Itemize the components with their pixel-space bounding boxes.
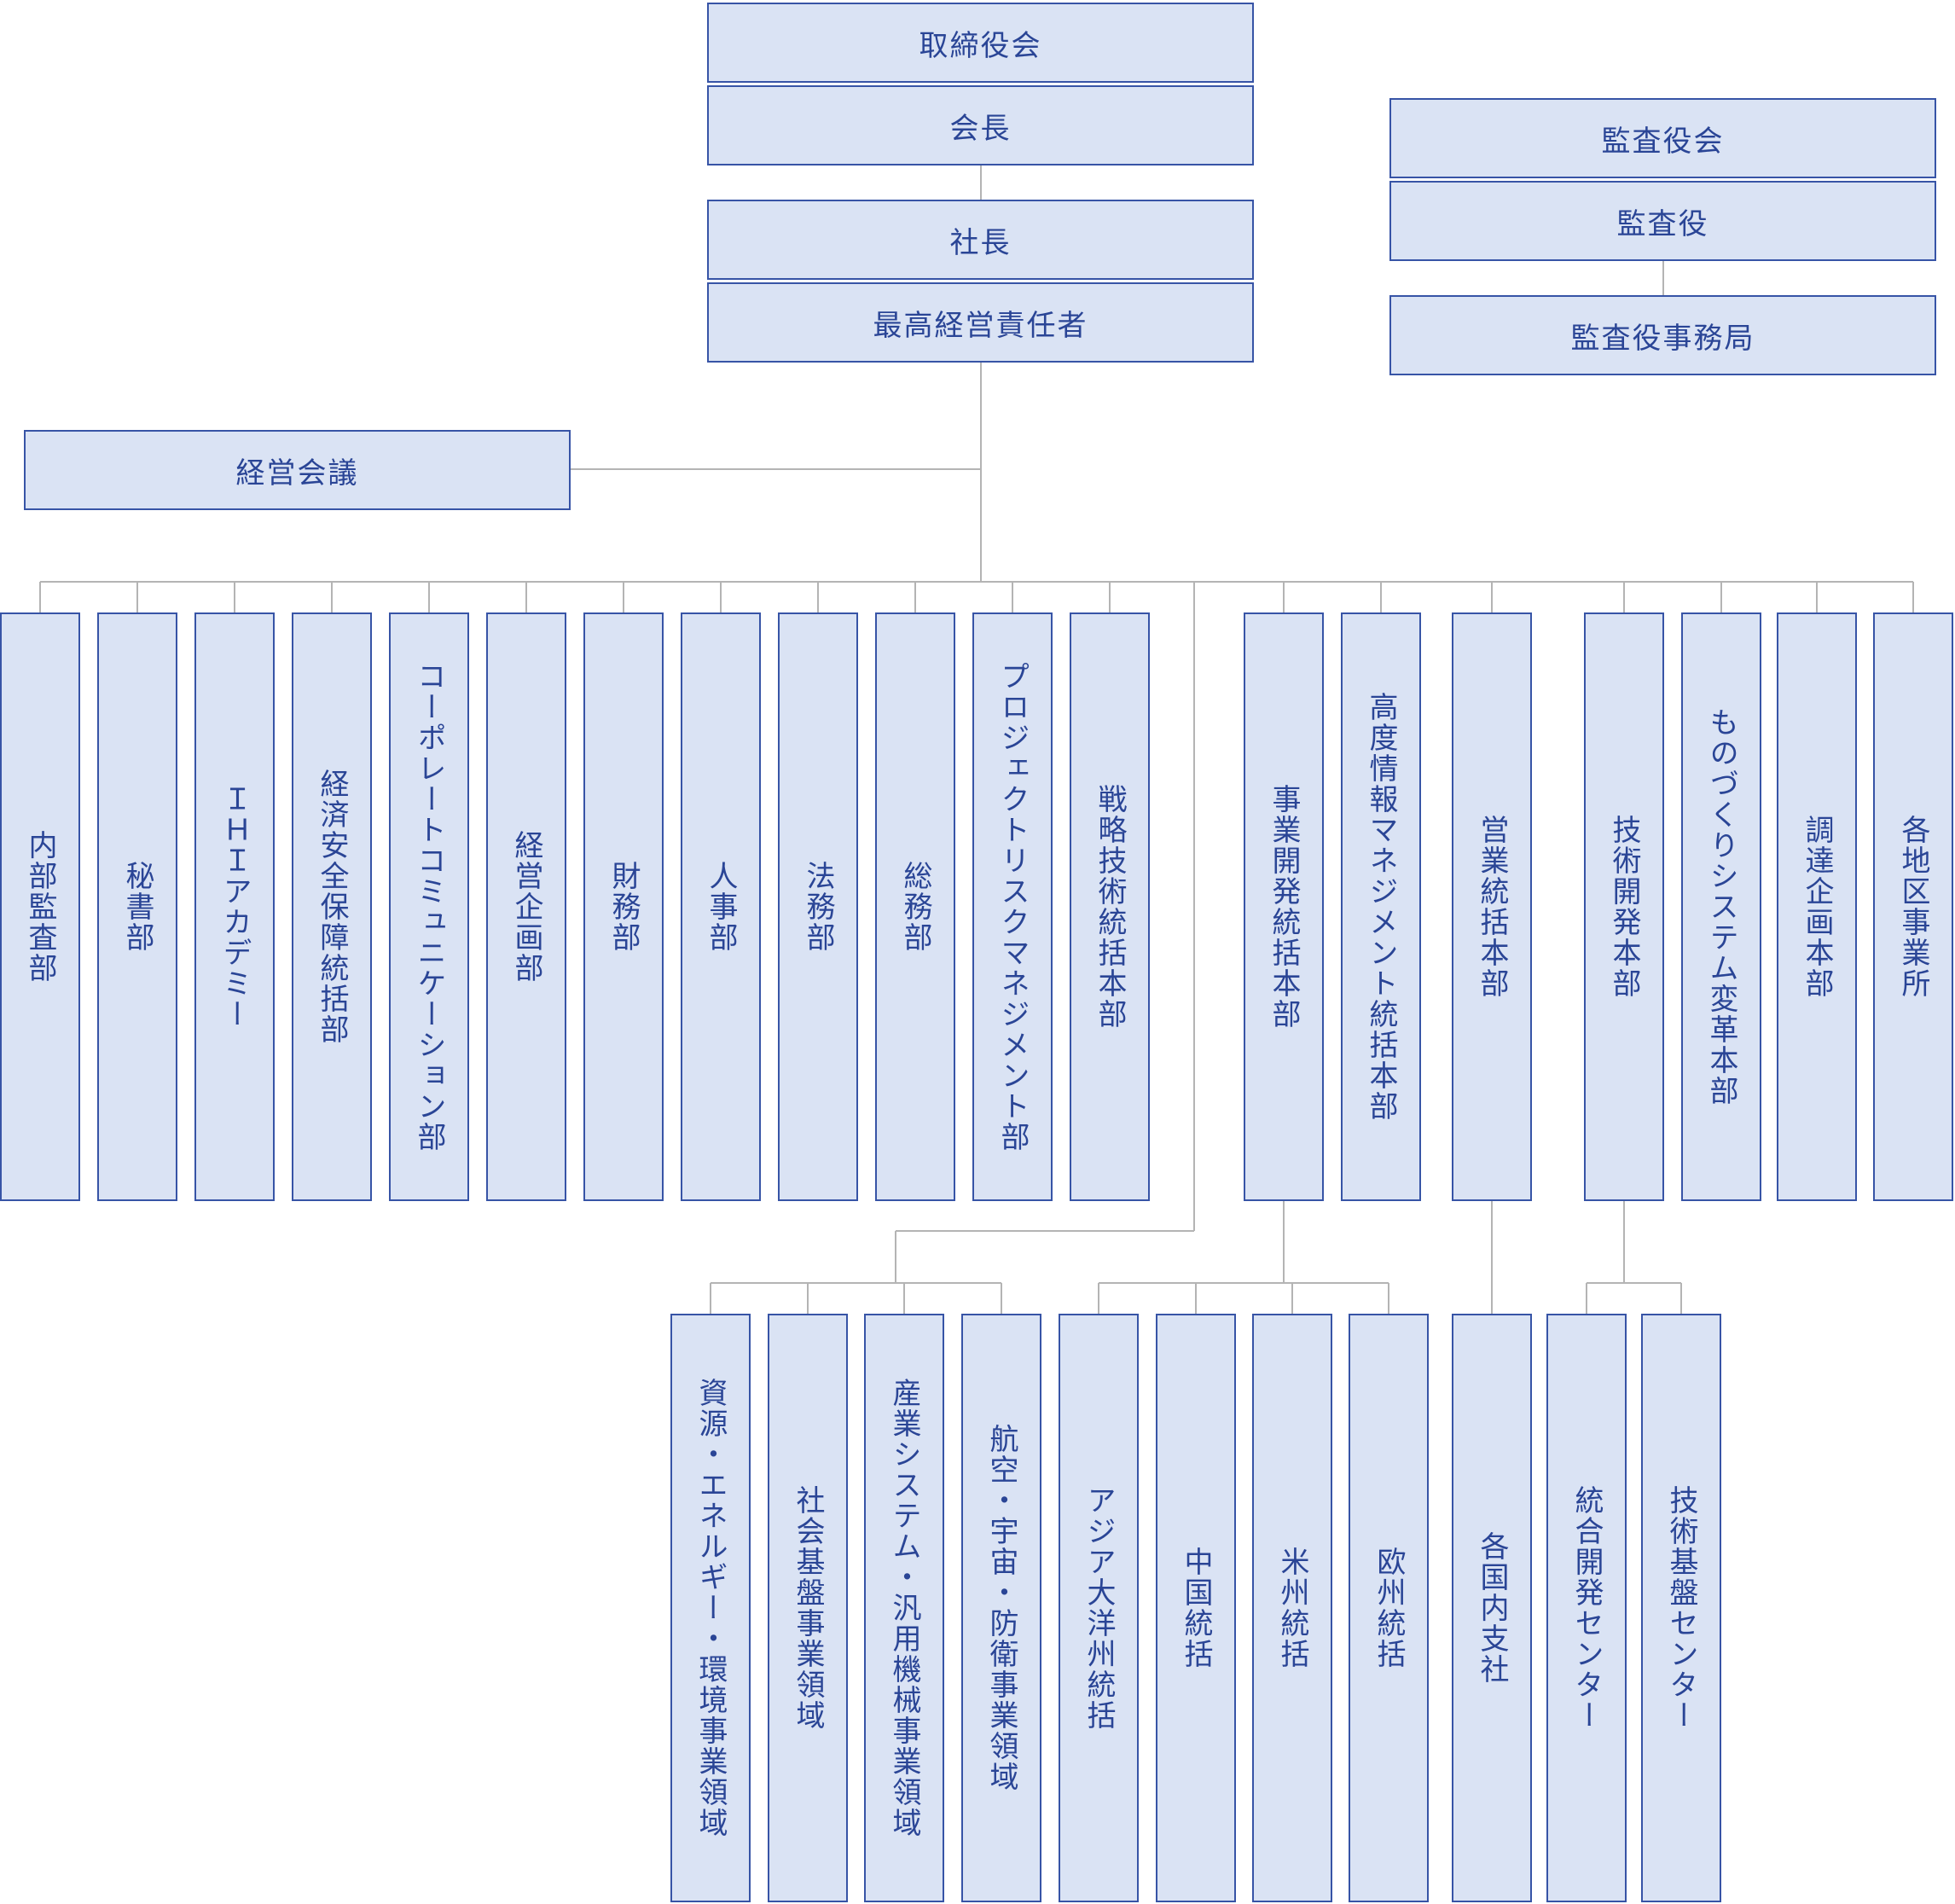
department-14: 営業統括本部 xyxy=(1452,612,1532,1201)
audit-board-box: 監査役会 xyxy=(1389,98,1936,178)
business-area-2-label: 産業システム・汎用機械事業領域 xyxy=(887,1378,921,1838)
department-11-label: 戦略技術統括本部 xyxy=(1093,784,1127,1030)
department-16: ものづくりシステム変革本部 xyxy=(1681,612,1761,1201)
department-4: コーポレートコミュニケーション部 xyxy=(389,612,469,1201)
department-1-label: 秘書部 xyxy=(120,861,154,953)
ceo-box-label: 最高経営責任者 xyxy=(873,308,1088,343)
tech-center-1: 技術基盤センター xyxy=(1641,1314,1721,1902)
department-5: 経営企画部 xyxy=(486,612,566,1201)
region-2: 米州統括 xyxy=(1252,1314,1332,1902)
department-5-label: 経営企画部 xyxy=(509,830,543,984)
region-0-label: アジア大洋州統括 xyxy=(1082,1485,1116,1731)
president-box: 社長 xyxy=(707,200,1254,280)
department-3-label: 経済安全保障統括部 xyxy=(315,769,349,1045)
management-meeting-box-label: 経営会議 xyxy=(235,456,359,491)
department-6: 財務部 xyxy=(583,612,664,1201)
business-area-3-label: 航空・宇宙・防衛事業領域 xyxy=(984,1424,1018,1792)
department-6-label: 財務部 xyxy=(606,861,641,953)
department-1: 秘書部 xyxy=(97,612,177,1201)
department-9-label: 総務部 xyxy=(898,861,932,953)
department-3: 経済安全保障統括部 xyxy=(292,612,372,1201)
business-area-1: 社会基盤事業領域 xyxy=(768,1314,848,1902)
chairman-box-label: 会長 xyxy=(949,111,1012,146)
department-18: 各地区事業所 xyxy=(1873,612,1953,1201)
department-18-label: 各地区事業所 xyxy=(1896,815,1930,999)
region-0: アジア大洋州統括 xyxy=(1059,1314,1139,1902)
business-area-2: 産業システム・汎用機械事業領域 xyxy=(864,1314,944,1902)
department-7: 人事部 xyxy=(681,612,761,1201)
department-2: ＩＨＩアカデミー xyxy=(194,612,275,1201)
tech-center-0-label: 統合開発センター xyxy=(1569,1485,1604,1731)
region-2-label: 米州統括 xyxy=(1275,1547,1309,1669)
department-11: 戦略技術統括本部 xyxy=(1070,612,1150,1201)
department-0-label: 内部監査部 xyxy=(23,830,57,984)
department-15-label: 技術開発本部 xyxy=(1607,815,1641,999)
chairman-box: 会長 xyxy=(707,85,1254,165)
management-meeting-box: 経営会議 xyxy=(24,430,571,510)
auditor-box-label: 監査役 xyxy=(1616,206,1709,241)
tech-center-1-label: 技術基盤センター xyxy=(1664,1485,1698,1731)
department-14-label: 営業統括本部 xyxy=(1475,815,1509,999)
auditor-box: 監査役 xyxy=(1389,181,1936,261)
department-8: 法務部 xyxy=(778,612,858,1201)
business-area-3: 航空・宇宙・防衛事業領域 xyxy=(961,1314,1041,1902)
region-3-label: 欧州統括 xyxy=(1372,1547,1406,1669)
business-area-0-label: 資源・エネルギー・環境事業領域 xyxy=(693,1378,728,1838)
department-15: 技術開発本部 xyxy=(1584,612,1664,1201)
department-0: 内部監査部 xyxy=(0,612,80,1201)
department-10-label: プロジェクトリスクマネジメント部 xyxy=(995,661,1030,1152)
board-box: 取締役会 xyxy=(707,3,1254,83)
department-2-label: ＩＨＩアカデミー xyxy=(218,784,252,1030)
audit-board-box-label: 監査役会 xyxy=(1601,124,1725,159)
business-area-1-label: 社会基盤事業領域 xyxy=(791,1485,825,1731)
department-4-label: コーポレートコミュニケーション部 xyxy=(412,661,446,1152)
department-13-label: 高度情報マネジメント統括本部 xyxy=(1364,692,1398,1122)
ceo-box: 最高経営責任者 xyxy=(707,282,1254,363)
tech-center-0: 統合開発センター xyxy=(1546,1314,1627,1902)
department-17: 調達企画本部 xyxy=(1777,612,1857,1201)
department-13: 高度情報マネジメント統括本部 xyxy=(1341,612,1421,1201)
president-box-label: 社長 xyxy=(949,225,1012,260)
audit-office-box-label: 監査役事務局 xyxy=(1570,321,1755,356)
business-area-0: 資源・エネルギー・環境事業領域 xyxy=(670,1314,751,1902)
department-7-label: 人事部 xyxy=(704,861,738,953)
department-8-label: 法務部 xyxy=(801,861,835,953)
department-10: プロジェクトリスクマネジメント部 xyxy=(972,612,1053,1201)
department-12-label: 事業開発統括本部 xyxy=(1267,784,1301,1030)
department-12: 事業開発統括本部 xyxy=(1244,612,1324,1201)
department-16-label: ものづくりシステム変革本部 xyxy=(1704,707,1738,1106)
region-3: 欧州統括 xyxy=(1349,1314,1429,1902)
department-9: 総務部 xyxy=(875,612,955,1201)
audit-office-box: 監査役事務局 xyxy=(1389,295,1936,375)
country-offices-box: 各国内支社 xyxy=(1452,1314,1532,1902)
department-17-label: 調達企画本部 xyxy=(1800,815,1834,999)
country-offices-box-label: 各国内支社 xyxy=(1475,1531,1509,1685)
region-1-label: 中国統括 xyxy=(1179,1547,1213,1669)
region-1: 中国統括 xyxy=(1156,1314,1236,1902)
board-box-label: 取締役会 xyxy=(919,28,1042,63)
